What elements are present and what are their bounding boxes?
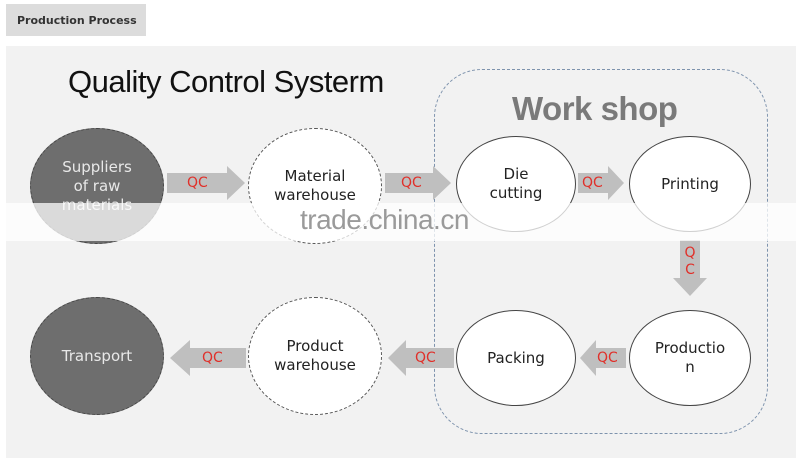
watermark-text: trade.china.cn	[300, 204, 469, 235]
arrow-left-icon	[388, 340, 454, 376]
qc-label: QC	[415, 350, 436, 366]
qc-label: QC	[202, 350, 223, 366]
qc-label: Q C	[684, 245, 696, 278]
workshop-group	[434, 69, 768, 434]
arrow-product-warehouse-to-transport: QC	[170, 340, 246, 376]
arrow-right-icon	[578, 166, 624, 200]
node-transport: Transport	[30, 297, 164, 415]
qc-label: QC	[582, 175, 603, 191]
arrow-diecutting-to-printing: QC	[578, 166, 624, 200]
arrow-suppliers-to-material: QC	[167, 166, 245, 200]
arrow-printing-to-production: Q C	[673, 240, 707, 296]
arrow-production-to-packing: QC	[580, 340, 626, 376]
arrow-left-icon	[580, 340, 626, 376]
qc-label: QC	[401, 175, 422, 191]
node-packing: Packing	[456, 310, 576, 406]
arrow-left-icon	[170, 340, 246, 376]
arrow-packing-to-product-warehouse: QC	[388, 340, 454, 376]
arrow-down-icon	[673, 240, 707, 296]
qc-label: QC	[597, 350, 618, 366]
workshop-title: Work shop	[512, 90, 678, 127]
production-process-tab[interactable]: Production Process	[6, 4, 146, 36]
arrow-right-icon	[385, 166, 451, 200]
arrow-material-to-diecutting: QC	[385, 166, 451, 200]
diagram-title: Quality Control Systerm	[68, 64, 384, 99]
node-production: Productio n	[629, 310, 751, 406]
arrow-right-icon	[167, 166, 245, 200]
node-product-warehouse: Product warehouse	[248, 297, 382, 415]
watermark-band	[0, 203, 800, 241]
tab-label: Production Process	[17, 13, 137, 27]
qc-label: QC	[187, 175, 208, 191]
